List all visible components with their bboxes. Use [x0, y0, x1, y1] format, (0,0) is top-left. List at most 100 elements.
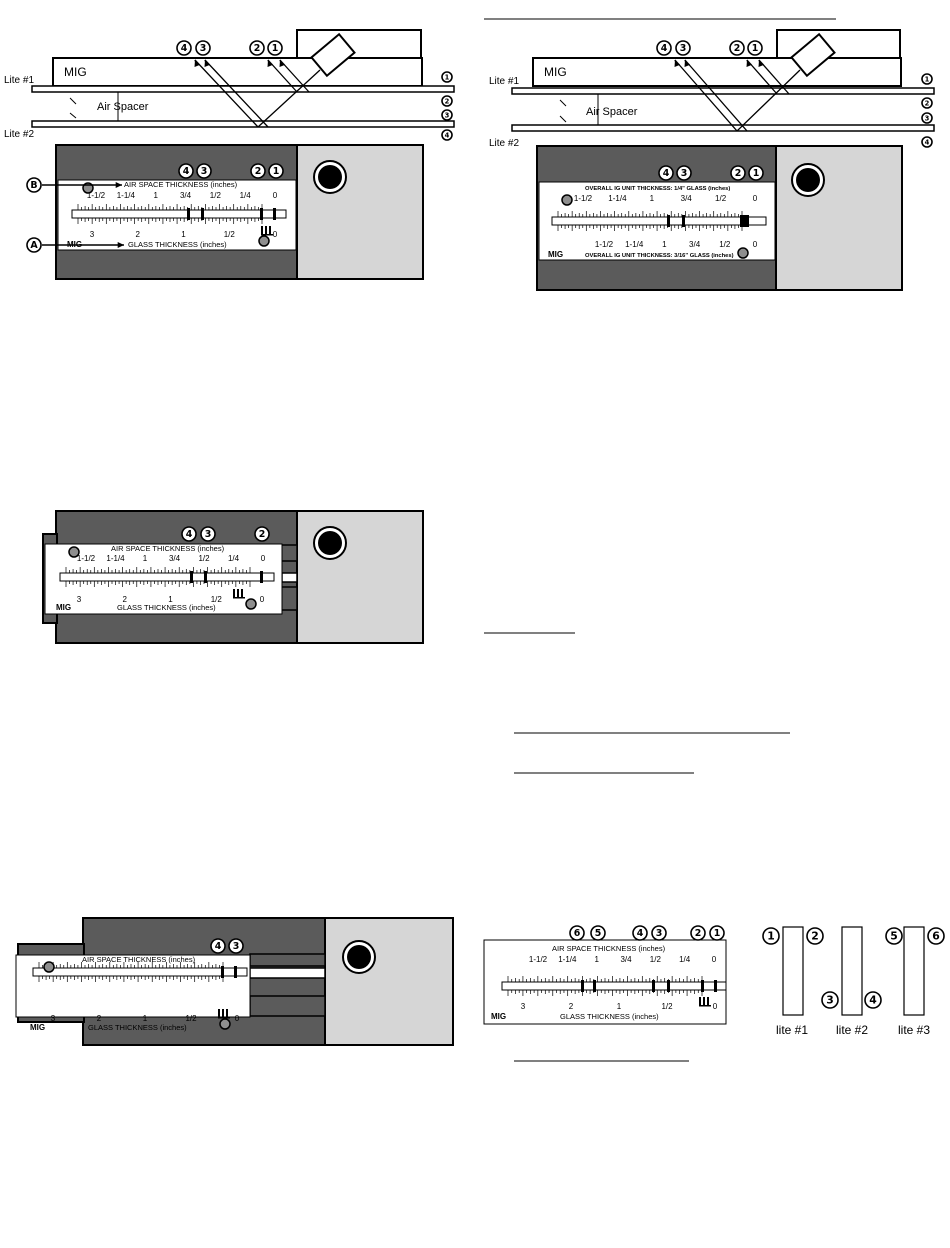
glass-bars-5	[237, 589, 239, 597]
side-surface-2-3: 2	[925, 99, 930, 107]
slider-rail-6	[249, 967, 326, 979]
lite-3-diagram	[903, 926, 925, 1016]
ruler-7-mark	[714, 980, 717, 992]
laser-path-inner-3-a	[746, 59, 778, 95]
surface-1-scale-7: 1	[714, 928, 721, 939]
ruler-4-mark	[746, 215, 749, 227]
air-space-title-1: AIR SPACE THICKNESS (inches)	[124, 180, 238, 189]
glass-bars-6	[222, 1009, 224, 1017]
lite-3-surface-6: 6	[932, 930, 940, 943]
side-surface-3-3-ring	[921, 112, 933, 124]
ruler-7-mark	[581, 980, 584, 992]
side-surface-4-3-ring	[921, 136, 933, 148]
surface-4-top-3-ring	[656, 40, 672, 56]
ruler-6	[32, 967, 248, 977]
overall-bottom-tick-5: 0	[753, 240, 758, 249]
overall-top-tick-3: 3/4	[681, 194, 693, 203]
lite-1-glass	[31, 85, 455, 93]
ruler-6-mark	[221, 966, 224, 978]
laser-path-inner-3-b	[758, 59, 790, 95]
power-button-6	[347, 945, 371, 969]
surface-2-top-1-ring	[249, 40, 265, 56]
glass-tick-1-1: 2	[136, 230, 141, 239]
gauge-device-light-4	[775, 145, 903, 291]
ruler-6-mark	[234, 966, 237, 978]
lite-2-label-3: Lite #2	[489, 138, 519, 149]
surface-5-scale-7-ring	[590, 925, 606, 941]
ruler-7-mark	[593, 980, 596, 992]
air-tick-1-4: 1/2	[210, 191, 222, 200]
overall-top-tick-1: 1-1/4	[608, 194, 627, 203]
side-surface-1: 1	[445, 73, 450, 81]
marker-b-ring	[26, 177, 42, 193]
ruler-5-mark	[204, 571, 207, 583]
laser-path-inner-1-head2-head	[279, 60, 286, 67]
side-surface-4: 4	[445, 131, 450, 139]
surface-3-scale-4: 3	[681, 168, 688, 179]
ruler-7-mark	[652, 980, 655, 992]
surface-3-scale-1-ring	[196, 163, 212, 179]
air-spacer-label: Air Spacer	[97, 101, 149, 113]
side-surface-4-ring	[441, 129, 453, 141]
power-button-5	[318, 531, 342, 555]
glass-bars-5	[241, 589, 243, 597]
surface-4-top-1-ring	[176, 40, 192, 56]
surface-3-scale-4-ring	[676, 165, 692, 181]
ruler-1-mark	[260, 208, 263, 220]
marker-b: B	[30, 180, 37, 191]
air-tick-7-6: 0	[712, 955, 717, 964]
laser-source-3	[736, 69, 801, 132]
ruler-5-mark	[190, 571, 193, 583]
spacer-dash-3b	[559, 115, 567, 123]
laser-path-outer-1-a	[194, 59, 259, 128]
surface-3-top-1: 3	[200, 43, 207, 54]
surface-3-scale-5-ring	[200, 526, 216, 542]
surface-2-scale-5: 2	[259, 529, 266, 540]
lite-1-diagram	[782, 926, 804, 1016]
glass-bars-1	[261, 226, 263, 234]
surface-3-scale-1: 3	[201, 166, 208, 177]
glass-tick-5-1: 2	[123, 595, 128, 604]
glass-title-5: GLASS THICKNESS (inches)	[117, 603, 216, 612]
overall-top-tick-0: 1-1/2	[574, 194, 593, 203]
glass-bars-5	[233, 589, 235, 597]
glass-bars-6	[226, 1009, 228, 1017]
surface-1-scale-1: 1	[273, 166, 280, 177]
slider-block-5b	[280, 586, 298, 611]
mig-gauge-body-1	[52, 57, 423, 87]
glass-bars-1	[269, 226, 271, 234]
spacer-dash-3a	[559, 99, 567, 107]
surface-3-top-3: 3	[680, 43, 687, 54]
slider-block-6a	[249, 953, 326, 967]
sensor-head-3	[790, 32, 836, 78]
glass-tick-6-1: 2	[97, 1014, 102, 1023]
air-tick-1-0: 1-1/2	[87, 191, 106, 200]
lite-2-surface-4-ring	[864, 991, 882, 1009]
lite-2-glass-3	[511, 124, 935, 132]
laser-path-inner-1-a	[267, 59, 298, 93]
side-surface-1-3: 1	[925, 75, 930, 83]
mig-small-4: MIG	[548, 250, 563, 259]
laser-path-inner-1-b	[279, 59, 310, 93]
overall-title-3-16: OVERALL IG UNIT THICKNESS: 3/16" GLASS (…	[585, 253, 734, 259]
surface-1-scale-1-ring	[268, 163, 284, 179]
surface-1-scale-4-ring	[748, 165, 764, 181]
knob-bottom-5	[245, 598, 257, 610]
ruler-4-mark	[740, 215, 743, 227]
overall-top-tick-2: 1	[650, 194, 655, 203]
side-surface-1-ring	[441, 71, 453, 83]
surface-4-scale-1-ring	[178, 163, 194, 179]
ruler-1-mark	[273, 208, 276, 220]
ruler-5	[59, 572, 275, 582]
ruler-7	[501, 981, 727, 991]
glass-tick-7-1: 2	[569, 1002, 574, 1011]
surface-3-scale-6-ring	[228, 938, 244, 954]
ruler-1-mark	[201, 208, 204, 220]
knob-top-6	[43, 961, 55, 973]
scale-card-6	[15, 954, 251, 1018]
lite-3-surface-6-ring	[927, 927, 945, 945]
surface-2-scale-7-ring	[690, 925, 706, 941]
air-tick-5-5: 1/4	[228, 554, 240, 563]
surface-1-scale-4: 1	[753, 168, 760, 179]
